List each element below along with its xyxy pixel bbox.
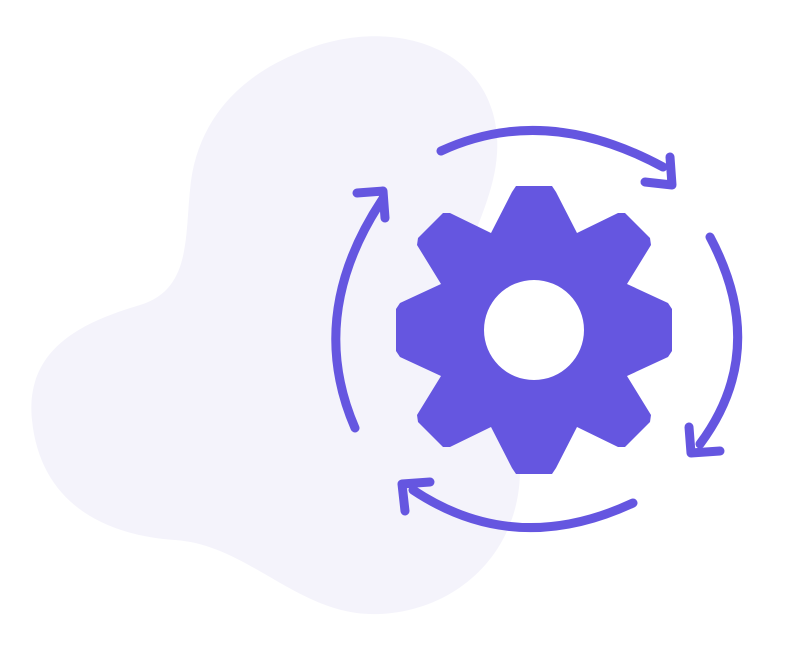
arrow-top (436, 125, 677, 190)
arrow-right (684, 232, 743, 458)
arrow-left (331, 186, 390, 433)
arrow-bottom (397, 477, 638, 533)
gear-icon (396, 186, 672, 474)
background-blob (31, 36, 520, 615)
